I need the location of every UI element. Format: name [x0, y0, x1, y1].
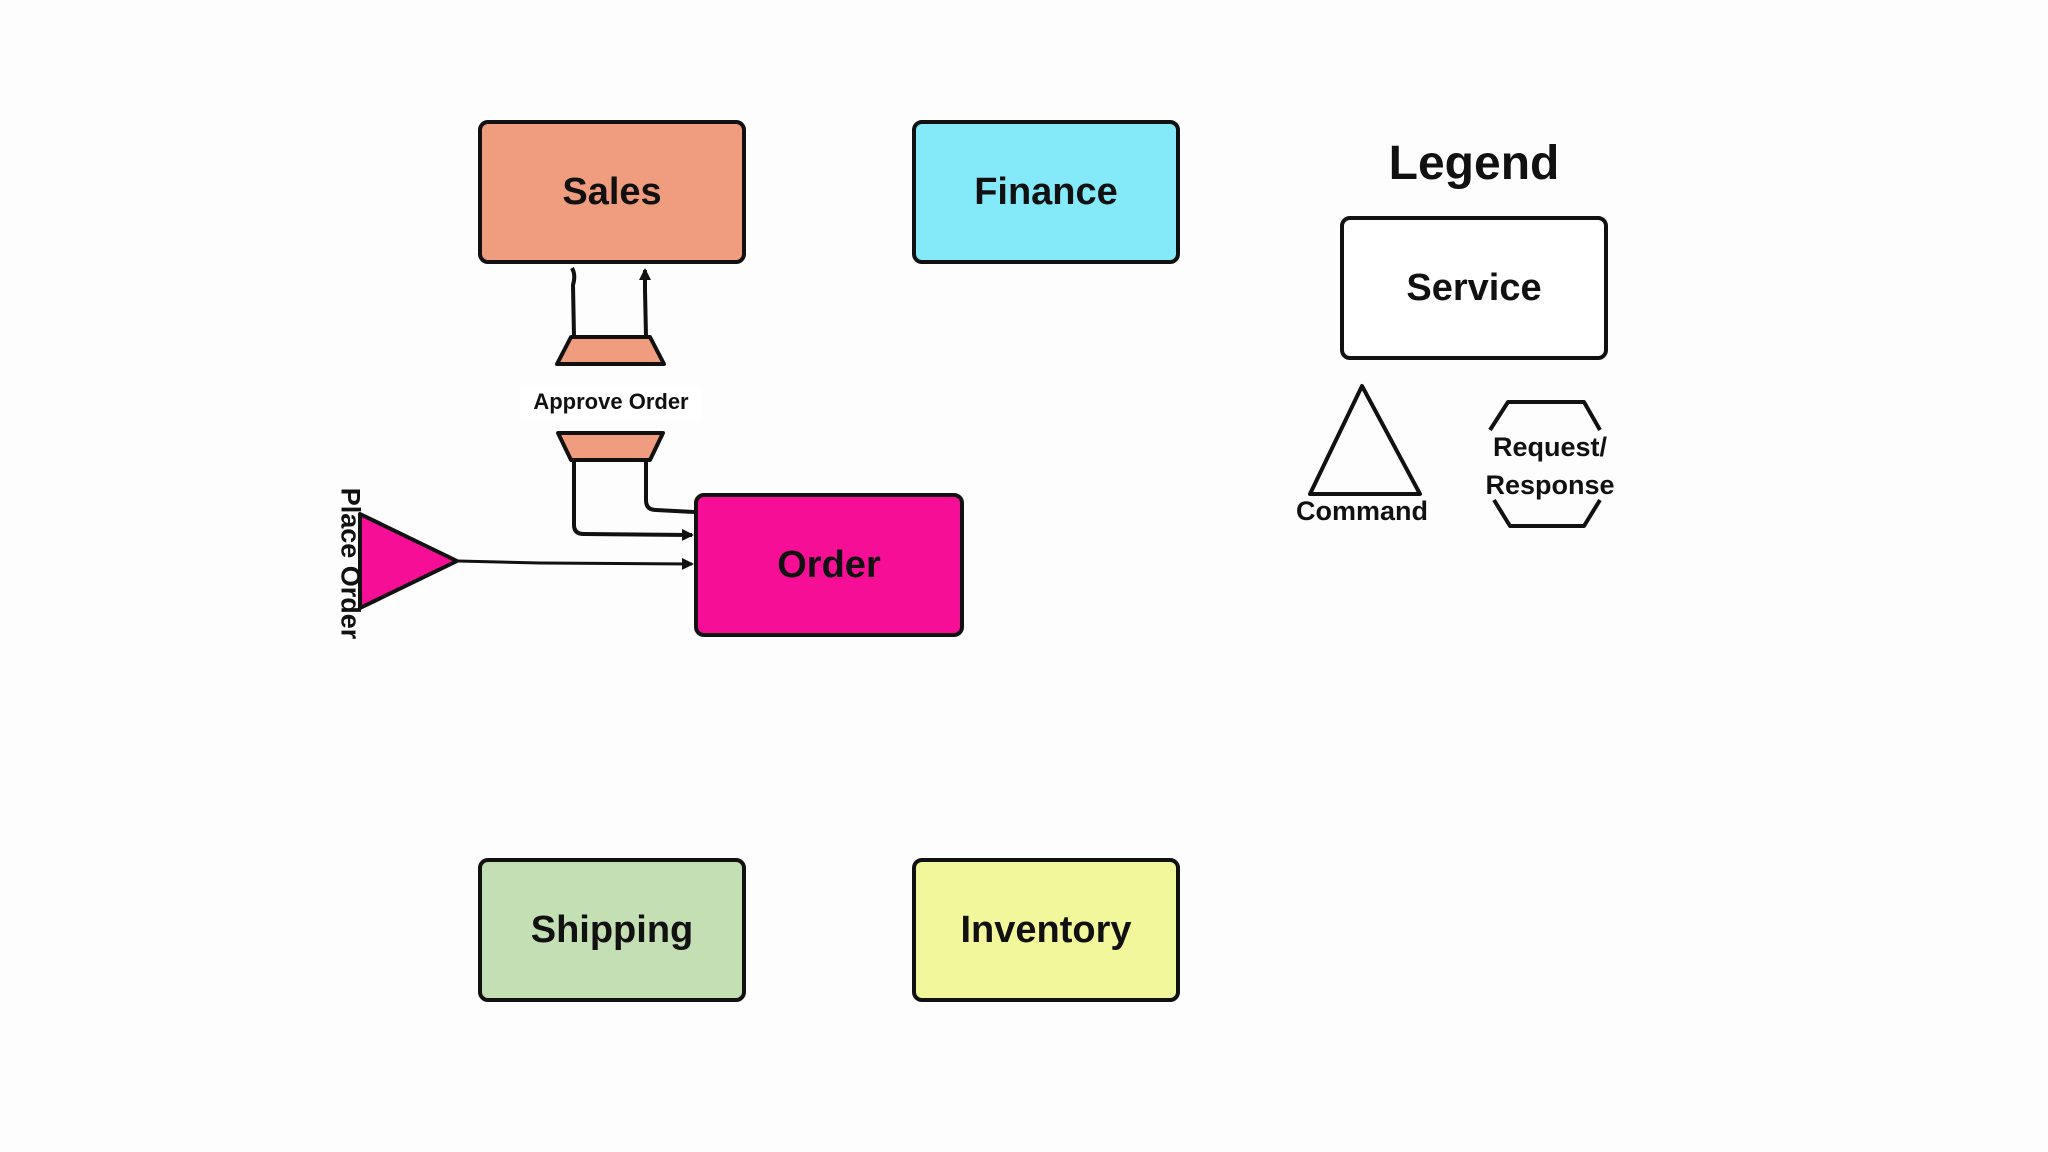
legend-title: Legend — [1388, 137, 1560, 190]
approve-order-to-order-arrow — [572, 462, 694, 541]
service-finance: Finance — [912, 120, 1180, 264]
service-shipping-label: Shipping — [530, 908, 694, 951]
service-inventory-label: Inventory — [960, 908, 1132, 951]
legend-request-shape-top — [1488, 400, 1602, 432]
legend-request-response-label: Request/ Response — [1485, 432, 1615, 500]
service-shipping: Shipping — [478, 858, 746, 1002]
legend-service-label: Service — [1406, 266, 1542, 309]
service-sales: Sales — [478, 120, 746, 264]
service-order-label: Order — [777, 543, 881, 586]
sales-request-line — [570, 267, 577, 338]
legend-command-label: Command — [1295, 496, 1428, 526]
legend-command-triangle — [1308, 384, 1422, 496]
legend-service-box: Service — [1340, 216, 1608, 360]
place-order-command-triangle — [358, 512, 459, 610]
approve-order-label: Approve Order — [520, 385, 702, 419]
place-order-label: Place Order — [335, 487, 366, 640]
approve-order-response-line — [644, 462, 695, 514]
approve-order-shape-bottom — [556, 431, 665, 462]
service-sales-label: Sales — [562, 170, 662, 213]
approve-order-shape-top — [555, 335, 666, 366]
place-order-arrow — [457, 557, 694, 570]
sales-response-arrow — [639, 268, 651, 338]
service-inventory: Inventory — [912, 858, 1180, 1002]
service-order: Order — [694, 493, 964, 637]
service-finance-label: Finance — [974, 170, 1118, 213]
